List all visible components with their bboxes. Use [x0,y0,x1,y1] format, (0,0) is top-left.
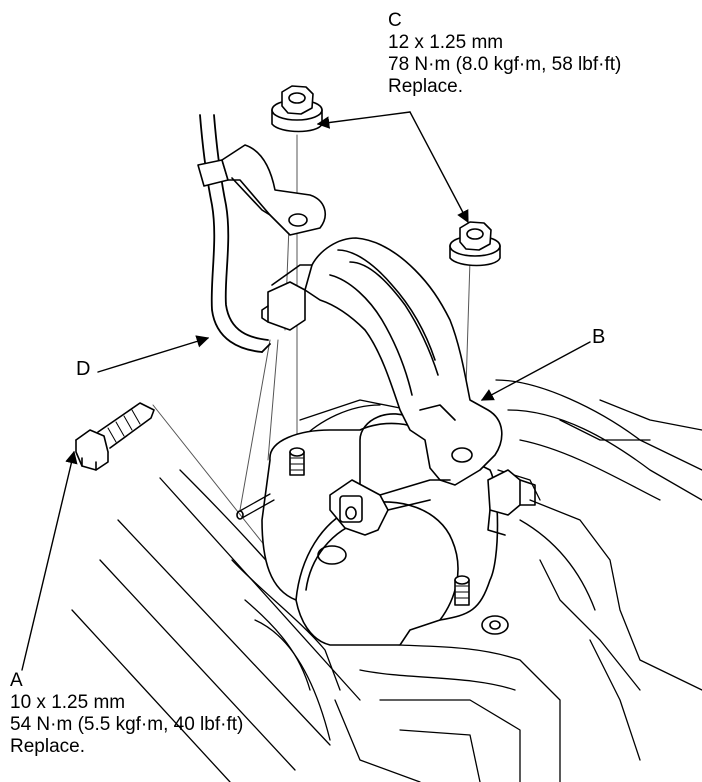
leader-a [21,450,78,671]
leader-b [480,341,591,401]
side-clip [487,469,536,536]
callout-c: C 12 x 1.25 mm 78 N·m (8.0 kgf·m, 58 lbf… [388,10,621,98]
hose-d [197,114,271,353]
bracket-tab [329,479,451,536]
leader-arrows [21,111,591,671]
callout-a-torque: 54 N·m (5.5 kgf·m, 40 lbf·ft) [10,714,244,735]
small-pin [236,493,275,520]
leader-d [97,335,210,373]
mount-bracket-b [261,237,503,486]
callout-c-letter: C [388,10,402,31]
callout-b-letter: B [592,326,606,348]
callout-d-letter: D [76,358,91,380]
callout-a-note: Replace. [10,736,85,757]
mount-studs [289,447,470,606]
callout-a-letter: A [10,670,23,691]
callout-c-note: Replace. [388,76,463,97]
leader-c-right [409,111,469,224]
leader-c-left [316,111,411,129]
flange-nut-left [271,85,323,133]
callout-a: A 10 x 1.25 mm 54 N·m (5.5 kgf·m, 40 lbf… [10,670,243,758]
callout-c-torque: 78 N·m (8.0 kgf·m, 58 lbf·ft) [388,54,622,75]
callout-c-size: 12 x 1.25 mm [388,32,504,53]
flange-nut-right [449,221,501,267]
frame-background [71,379,702,782]
bolt-a [75,402,155,471]
hose-bracket [221,144,326,236]
callout-a-size: 10 x 1.25 mm [10,692,126,713]
